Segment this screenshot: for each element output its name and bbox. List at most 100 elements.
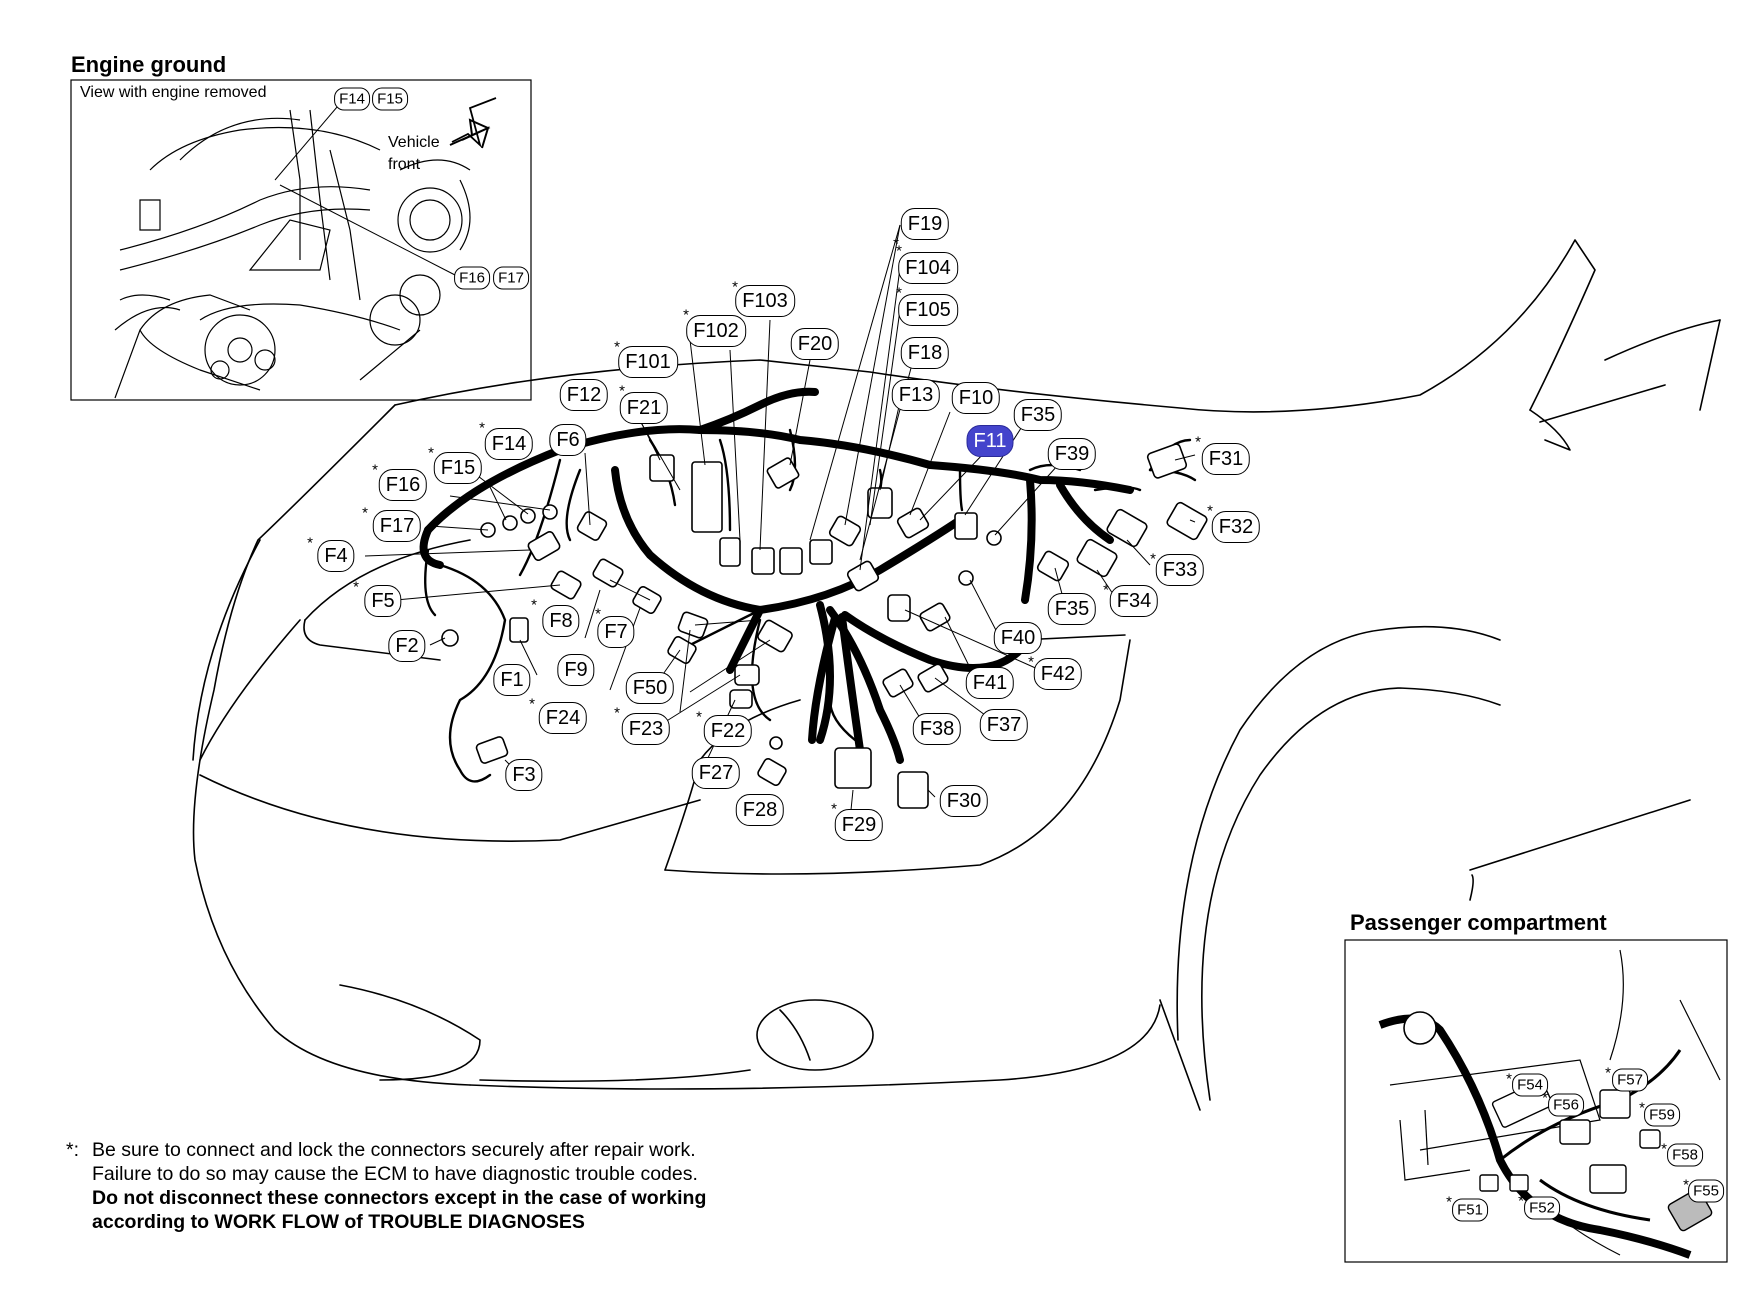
connector-label-f19[interactable]: F19 [900,208,950,240]
connector-label-f101[interactable]: F101 [618,346,678,378]
connector-label-f23[interactable]: F23 [621,713,671,745]
connector-label-f34[interactable]: F34 [1109,585,1159,617]
connector-label-f16[interactable]: F16 [378,469,428,501]
connector-label-f6[interactable]: F6 [549,424,587,456]
connector-label-f4[interactable]: F4 [317,540,355,572]
connector-label-f41[interactable]: F41 [965,667,1015,699]
star-marker: * [1639,1099,1645,1117]
connector-label-f3[interactable]: F3 [505,759,543,791]
connector-label-f39[interactable]: F39 [1047,438,1097,470]
connector-label-f32[interactable]: F32 [1211,511,1261,543]
star-marker: * [1195,433,1201,451]
connector-label-f17-inset[interactable]: F17 [493,266,529,290]
connector-label-f54[interactable]: F54 [1512,1073,1548,1097]
connector-label-f8[interactable]: F8 [542,605,580,637]
connector-label-f27[interactable]: F27 [691,757,741,789]
connector-label-f50[interactable]: F50 [625,672,675,704]
connector-label-f13[interactable]: F13 [891,379,941,411]
connector-label-f16-inset[interactable]: F16 [454,266,490,290]
connector-label-f15-inset[interactable]: F15 [372,87,408,111]
connector-label-f105[interactable]: F105 [898,294,958,326]
connector-label-f56[interactable]: F56 [1548,1093,1584,1117]
connector-label-f18[interactable]: F18 [900,337,950,369]
star-marker: * [1683,1176,1689,1194]
connector-f42-body [887,594,911,622]
connector-f24-body [667,636,697,664]
connector-f33-body [1106,508,1148,548]
star-marker: * [1150,550,1156,568]
star-marker: * [893,235,899,253]
connector-label-f104[interactable]: F104 [898,252,958,284]
connector-f9-body [632,586,662,614]
star-marker: * [619,382,625,400]
connector-label-f20[interactable]: F20 [790,328,840,360]
connector-label-f28[interactable]: F28 [735,794,785,826]
connector-label-f36[interactable]: F35 [1013,399,1063,431]
connector-label-f33[interactable]: F33 [1155,554,1205,586]
star-marker: * [353,578,359,596]
footnote: *: Be sure to connect and lock the conne… [66,1138,706,1234]
connector-label-f55[interactable]: F55 [1688,1179,1724,1203]
connector-label-f38[interactable]: F38 [912,713,962,745]
connector-label-f57[interactable]: F57 [1612,1068,1648,1092]
star-marker: * [1028,653,1034,671]
star-marker: * [896,284,902,302]
connector-f101-body [691,461,723,533]
connector-f30-body [897,771,929,809]
footnote-line-4: according to WORK FLOW of TROUBLE DIAGNO… [92,1211,585,1233]
connector-label-f9[interactable]: F9 [557,654,595,686]
connector-label-f12[interactable]: F12 [559,379,609,411]
connector-label-f103[interactable]: F103 [735,285,795,317]
connector-f41-body [919,602,951,632]
connector-label-f37[interactable]: F37 [979,709,1029,741]
star-marker: * [1661,1140,1667,1158]
star-marker: * [1506,1070,1512,1088]
connector-label-f17[interactable]: F17 [372,510,422,542]
engine-ground-caption: View with engine removed [80,84,267,101]
connector-label-f2[interactable]: F2 [388,630,426,662]
connector-label-f29[interactable]: F29 [834,809,884,841]
car-body-outline [192,239,1721,1111]
connector-label-f11-highlighted[interactable]: F11 [966,425,1014,457]
star-marker: * [696,708,702,726]
star-marker: * [531,596,537,614]
connector-f50-body [677,611,709,639]
connector-label-f31[interactable]: F31 [1201,443,1251,475]
connector-label-f42[interactable]: F42 [1033,658,1083,690]
connector-label-f102[interactable]: F102 [686,315,746,347]
star-marker: * [683,306,689,324]
connector-label-f1[interactable]: F1 [493,664,531,696]
connector-label-f52[interactable]: F52 [1524,1196,1560,1220]
connector-label-f51[interactable]: F51 [1452,1198,1488,1222]
connector-label-f10[interactable]: F10 [951,382,1001,414]
connector-label-f22[interactable]: F22 [703,715,753,747]
ring-terminals [441,504,1002,750]
footnote-line-2: Failure to do so may cause the ECM to ha… [92,1163,698,1185]
star-marker: * [1103,581,1109,599]
connector-label-f15[interactable]: F15 [433,452,483,484]
connector-f21-body [649,454,675,482]
connector-f8-body [550,570,582,600]
connector-label-f14-inset[interactable]: F14 [334,87,370,111]
connector-label-f7[interactable]: F7 [597,616,635,648]
connector-label-f40[interactable]: F40 [993,622,1043,654]
footnote-marker: *: [66,1139,80,1161]
connector-label-f21[interactable]: F21 [619,392,669,424]
connector-label-f30[interactable]: F30 [939,785,989,817]
connector-f34-body [1076,538,1118,578]
connector-f6-body [576,511,608,541]
star-marker: * [479,419,485,437]
connector-label-f24[interactable]: F24 [538,702,588,734]
connector-label-f58[interactable]: F58 [1667,1143,1703,1167]
connector-f28-body [757,758,787,786]
connector-f29-body [834,747,872,789]
passenger-compartment-title: Passenger compartment [1350,910,1607,935]
connector-f104-body [846,560,880,592]
connector-label-f14[interactable]: F14 [484,428,534,460]
connector-label-f35[interactable]: F35 [1047,593,1097,625]
connector-label-f59[interactable]: F59 [1644,1103,1680,1127]
star-marker: * [428,444,434,462]
connector-label-f5[interactable]: F5 [364,585,402,617]
headlight-outline [339,984,874,1083]
